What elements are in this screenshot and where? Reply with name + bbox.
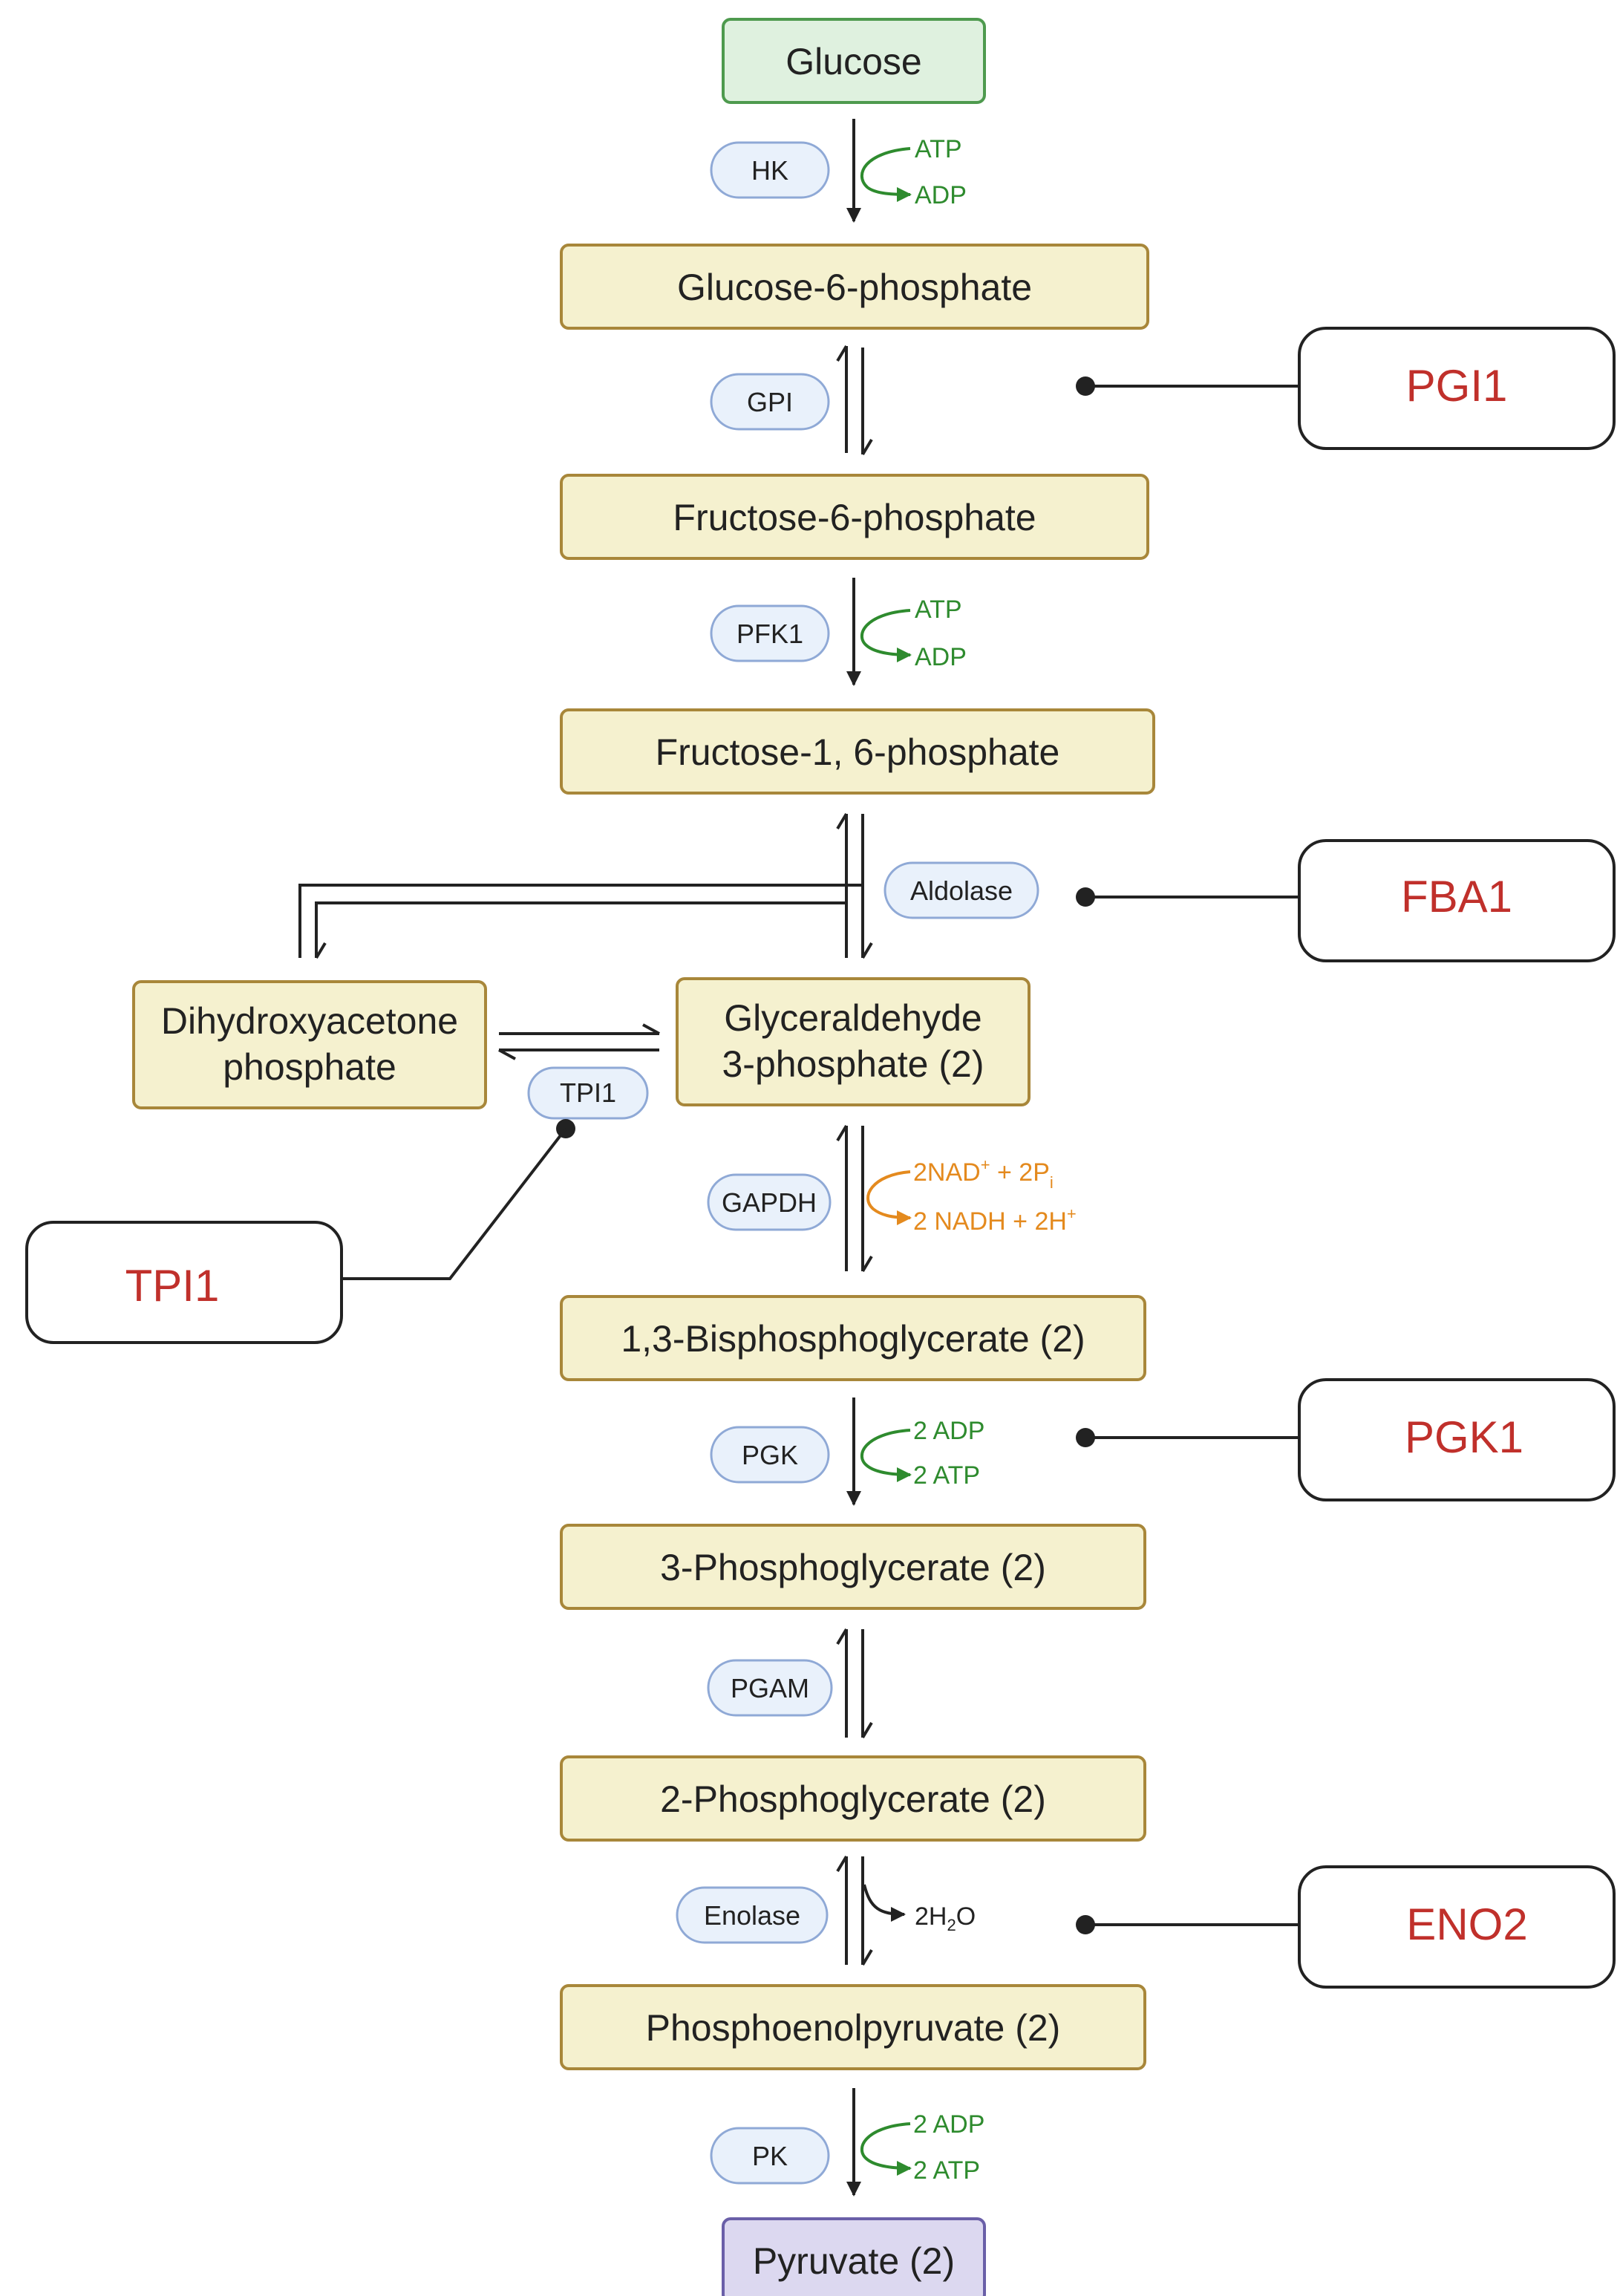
arrow-pgk-reaction: 2 ADP 2 ATP: [846, 1398, 984, 1506]
metabolite-2-phosphoglycerate: 2-Phosphoglycerate (2): [560, 1755, 1146, 1842]
metabolite-fructose-6-phosphate: Fructose-6-phosphate: [560, 474, 1149, 560]
metabolite-2pg-label: 2-Phosphoglycerate (2): [660, 1778, 1046, 1820]
enzyme-pfk1-label: PFK1: [736, 619, 803, 649]
enzyme-pgk-label: PGK: [742, 1440, 798, 1470]
arrow-gpi-reversible: [836, 345, 873, 456]
metabolite-pyruvate-label: Pyruvate (2): [753, 2240, 955, 2282]
arrow-hk-reaction: ATP ADP: [846, 119, 967, 223]
metabolite-g3p-line1: Glyceraldehyde: [724, 997, 982, 1039]
arrow-tpi-reversible: [498, 1023, 660, 1060]
enzyme-gpi: GPI: [710, 373, 830, 431]
enzyme-tpi1-label: TPI1: [560, 1077, 616, 1108]
cofactor-hk-atp: ATP: [915, 135, 962, 163]
metabolite-glucose-label: Glucose: [785, 41, 921, 82]
arrow-gapdh-reversible: 2NAD+ + 2Pi 2 NADH + 2H+: [836, 1124, 1077, 1273]
enzyme-hk-label: HK: [751, 155, 788, 186]
enzyme-tpi1: TPI1: [527, 1066, 649, 1120]
cofactor-pfk-adp: ADP: [915, 643, 967, 671]
cofactor-gapdh-nad: 2NAD+ + 2Pi: [913, 1155, 1054, 1192]
metabolite-phosphoenolpyruvate: Phosphoenolpyruvate (2): [560, 1984, 1146, 2070]
metabolite-glyceraldehyde-3-phosphate: Glyceraldehyde 3-phosphate (2): [676, 977, 1031, 1106]
enzyme-pfk1: PFK1: [710, 604, 830, 662]
metabolite-dhap-line1: Dihydroxyacetone: [161, 1000, 458, 1042]
gene-callout-pgi1: PGI1: [1076, 327, 1616, 450]
enzyme-aldolase: Aldolase: [884, 861, 1039, 919]
metabolite-3pg-label: 3-Phosphoglycerate (2): [660, 1547, 1046, 1588]
cofactor-hk-adp: ADP: [915, 181, 967, 209]
metabolite-glucose-6-phosphate: Glucose-6-phosphate: [560, 244, 1149, 330]
arrow-pk-reaction: 2 ADP 2 ATP: [846, 2088, 984, 2196]
enzyme-hk: HK: [710, 141, 830, 199]
enzyme-pk-label: PK: [752, 2141, 788, 2171]
arrow-enolase-reversible: 2H2O: [836, 1855, 976, 1966]
arrow-pfk1-reaction: ATP ADP: [846, 578, 967, 686]
gene-callout-tpi1: TPI1: [25, 1119, 575, 1344]
enzyme-pgk: PGK: [710, 1426, 830, 1484]
enzyme-enolase: Enolase: [676, 1886, 829, 1944]
enzyme-gapdh: GAPDH: [707, 1173, 832, 1231]
cofactor-pk-atp: 2 ATP: [913, 2156, 980, 2185]
metabolite-dihydroxyacetone-phosphate: Dihydroxyacetone phosphate: [132, 980, 487, 1109]
enzyme-pgam: PGAM: [707, 1659, 833, 1717]
arrow-pgam-reversible: [836, 1628, 873, 1739]
metabolite-g3p-line2: 3-phosphate (2): [722, 1043, 984, 1085]
cofactor-pgk-adp: 2 ADP: [913, 1417, 984, 1445]
cofactor-pfk-atp: ATP: [915, 596, 962, 624]
metabolite-pyruvate: Pyruvate (2): [722, 2217, 986, 2296]
gene-pgi1-label: PGI1: [1406, 361, 1508, 411]
gene-callout-pgk1: PGK1: [1076, 1378, 1616, 1501]
gene-callout-fba1: FBA1: [1076, 839, 1616, 962]
metabolite-3-phosphoglycerate: 3-Phosphoglycerate (2): [560, 1524, 1146, 1610]
gene-callout-eno2: ENO2: [1076, 1865, 1616, 1989]
metabolite-1-3-bisphosphoglycerate: 1,3-Bisphosphoglycerate (2): [560, 1295, 1146, 1381]
cofactor-pk-adp: 2 ADP: [913, 2110, 984, 2139]
metabolite-dhap-line2: phosphate: [223, 1046, 396, 1088]
metabolite-pep-label: Phosphoenolpyruvate (2): [646, 2007, 1061, 2049]
enzyme-gapdh-label: GAPDH: [722, 1187, 817, 1218]
enzyme-pgam-label: PGAM: [731, 1673, 809, 1703]
metabolite-f16bp-label: Fructose-1, 6-phosphate: [656, 731, 1060, 773]
enzyme-enolase-label: Enolase: [704, 1900, 800, 1931]
metabolite-f6p-label: Fructose-6-phosphate: [673, 497, 1036, 538]
enzyme-gpi-label: GPI: [747, 387, 793, 417]
gene-tpi1-label: TPI1: [125, 1261, 220, 1311]
cofactor-pgk-atp: 2 ATP: [913, 1461, 980, 1490]
cofactor-enolase-water: 2H2O: [915, 1902, 976, 1934]
cofactor-gapdh-nadh: 2 NADH + 2H+: [913, 1204, 1077, 1236]
gene-pgk1-label: PGK1: [1405, 1412, 1523, 1462]
gene-fba1-label: FBA1: [1401, 872, 1512, 922]
enzyme-pk: PK: [710, 2127, 830, 2185]
arrow-aldolase-reversible: [298, 812, 873, 959]
metabolite-g6p-label: Glucose-6-phosphate: [677, 267, 1032, 308]
metabolite-glucose: Glucose: [722, 18, 986, 104]
metabolite-fructose-1-6-phosphate: Fructose-1, 6-phosphate: [560, 708, 1155, 795]
metabolite-13bpg-label: 1,3-Bisphosphoglycerate (2): [621, 1318, 1085, 1360]
gene-eno2-label: ENO2: [1406, 1899, 1527, 1949]
enzyme-aldolase-label: Aldolase: [910, 875, 1013, 906]
